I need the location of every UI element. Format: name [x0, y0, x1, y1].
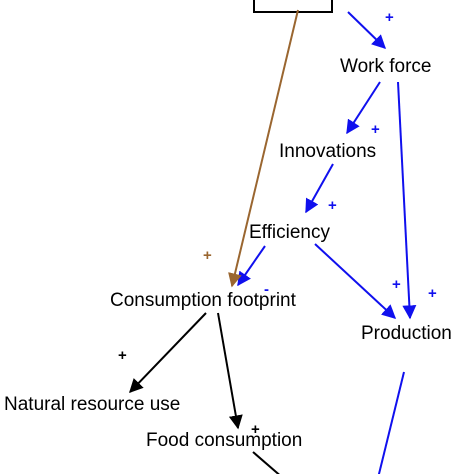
- node-natural-resource-use: Natural resource use: [4, 394, 180, 415]
- polarity-topbox-consumption: +: [203, 247, 212, 264]
- link-innovations-efficiency: [305, 163, 334, 214]
- node-production: Production: [361, 323, 452, 344]
- link-topbox-workforce: [347, 11, 387, 49]
- polarity-efficiency-production: +: [392, 276, 401, 293]
- link-production-offscreen: [377, 371, 405, 474]
- link-workforce-production: [397, 81, 417, 320]
- node-consumption-footprint: Consumption footprint: [110, 290, 297, 311]
- link-food-offscreen: [252, 451, 280, 474]
- polarity-consumption-resource: +: [118, 347, 127, 364]
- link-efficiency-production: [314, 243, 397, 319]
- polarity-consumption-food: +: [251, 421, 260, 438]
- link-workforce-innovations: [346, 81, 381, 135]
- node-food-consumption: Food consumption: [146, 430, 302, 451]
- polarity-workforce-production: +: [428, 285, 437, 302]
- polarity-topbox-workforce: +: [385, 9, 394, 26]
- link-consumption-resource: [129, 312, 207, 394]
- node-innovations: Innovations: [279, 141, 376, 162]
- polarity-efficiency-consumption: -: [264, 281, 269, 298]
- polarity-innovations-efficiency: +: [328, 197, 337, 214]
- link-efficiency-consumption: [237, 245, 266, 287]
- link-topbox-consumption: [228, 9, 299, 288]
- top-box: [253, 0, 333, 13]
- node-efficiency: Efficiency: [249, 222, 330, 243]
- polarity-workforce-innovations: +: [371, 121, 380, 138]
- link-consumption-food: [217, 312, 243, 430]
- node-work-force: Work force: [340, 56, 432, 77]
